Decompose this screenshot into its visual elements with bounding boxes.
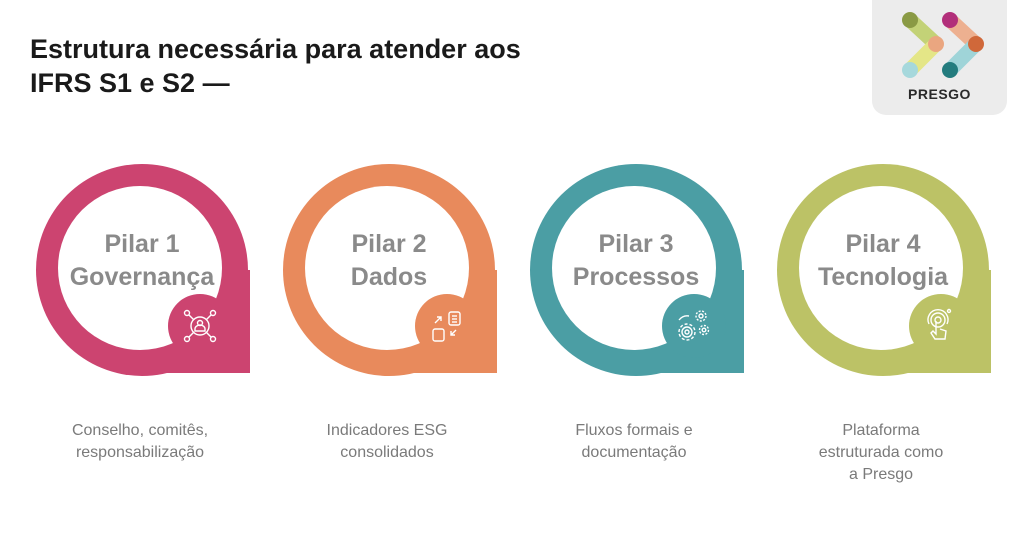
touch-tech-icon [927,308,952,340]
presgo-logo-icon [902,12,984,78]
gears-icon [678,310,710,341]
pillar-description: Conselho, comitês,responsabilização [71,422,209,461]
presgo-logo: PRESGO [872,0,1007,115]
governance-network-icon [183,309,217,343]
data-exchange-icon [432,311,461,342]
